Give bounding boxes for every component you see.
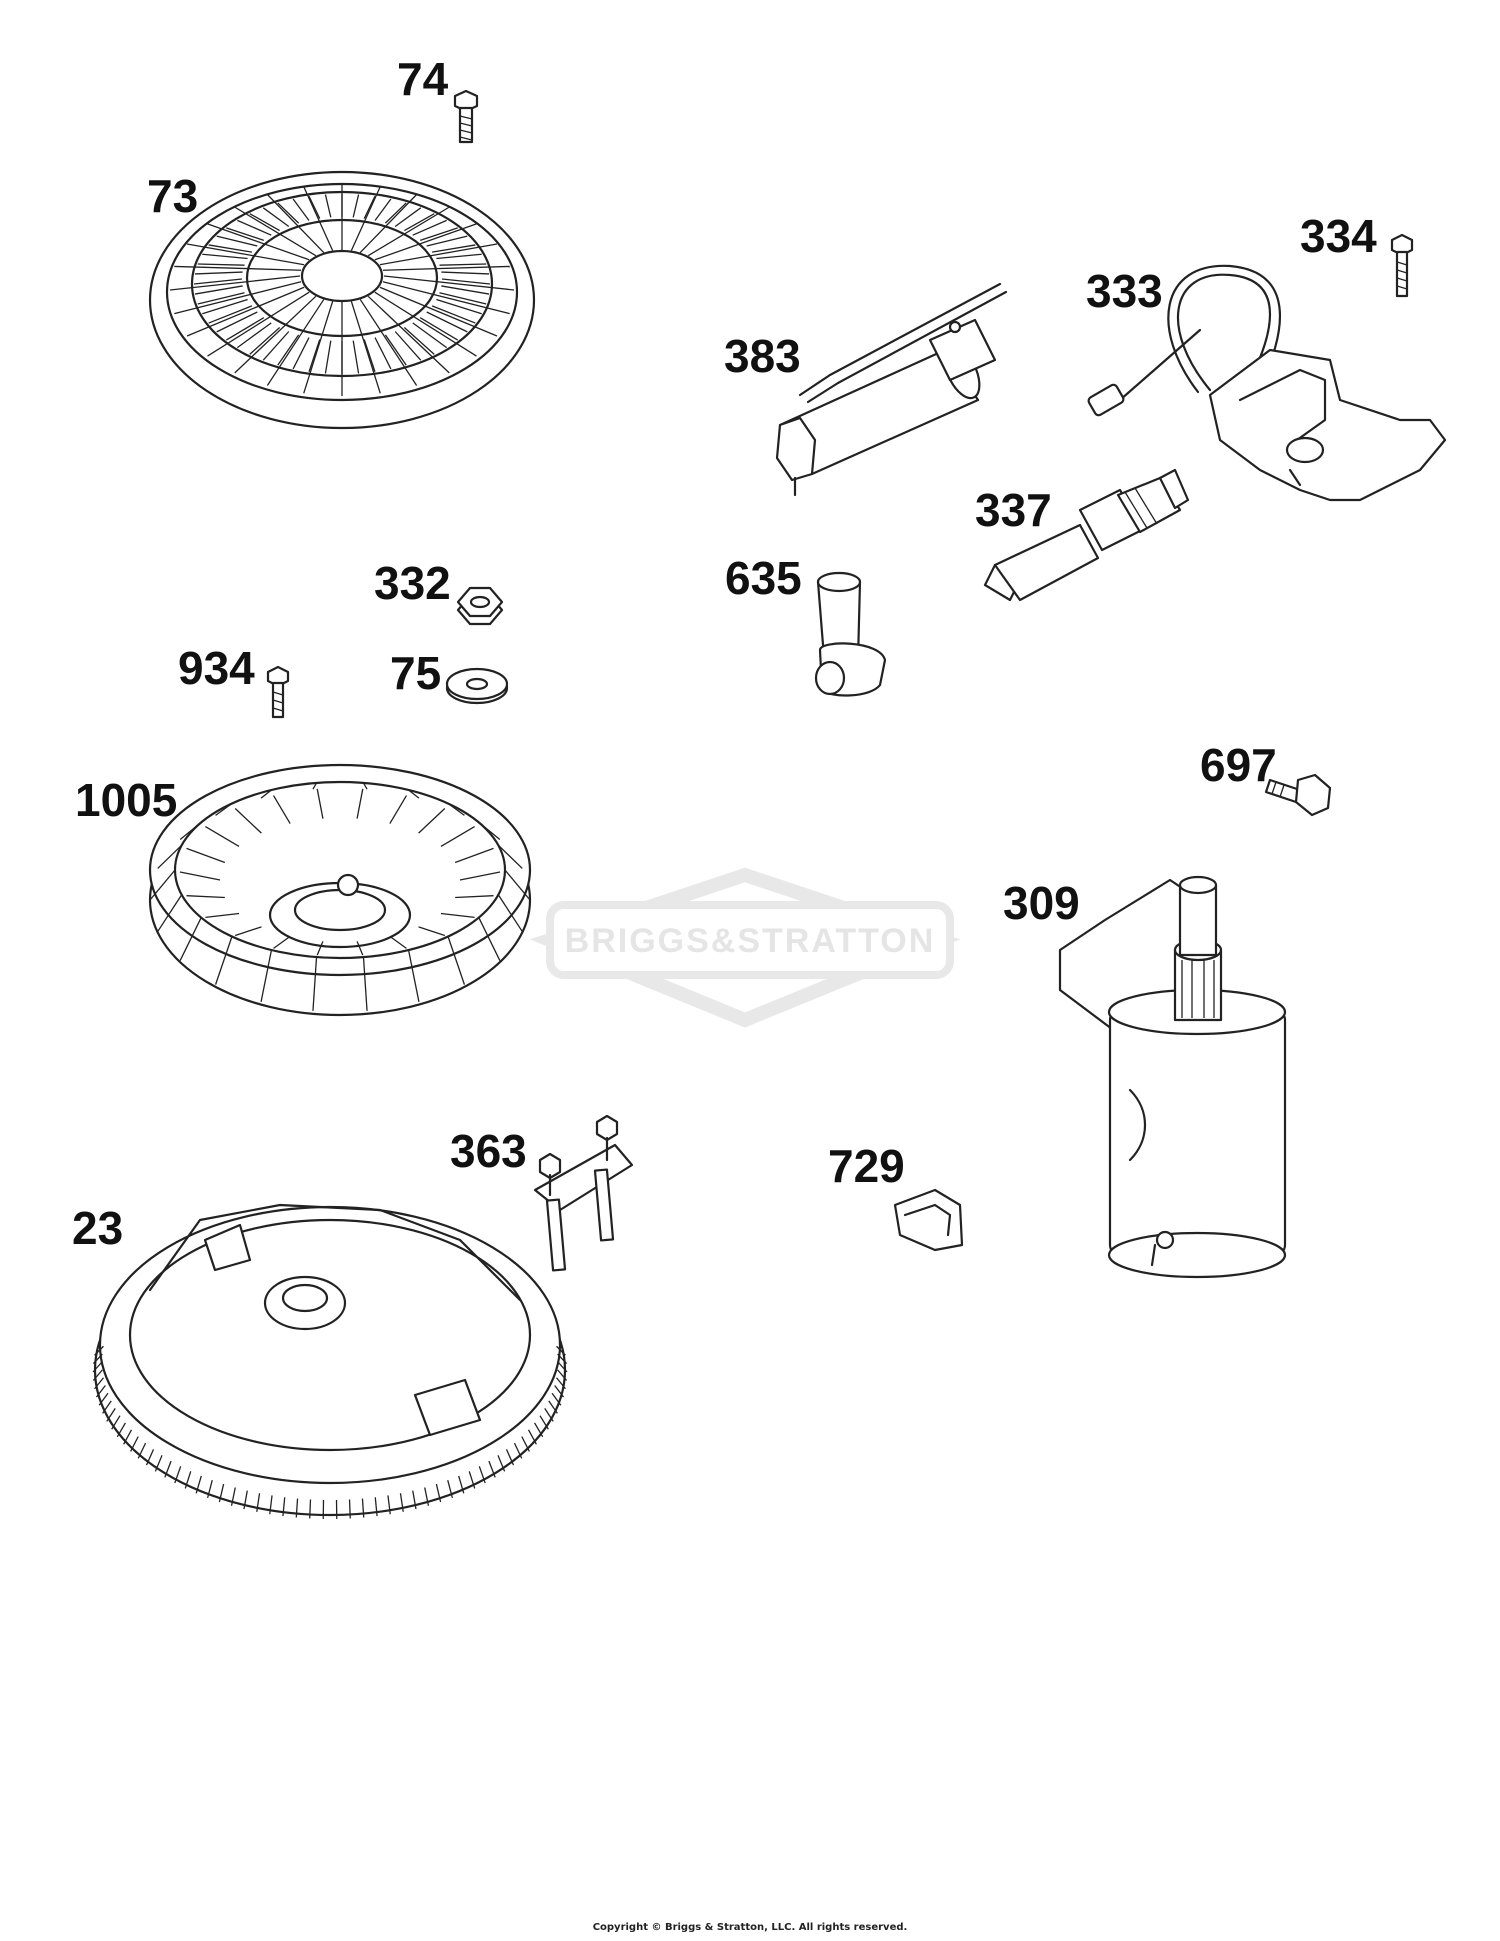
callout-635: 635 (725, 552, 802, 604)
callout-337: 337 (975, 484, 1052, 536)
copyright-notice: Copyright © Briggs & Stratton, LLC. All … (592, 1922, 908, 1933)
part-332-hex-nut-icon (456, 586, 504, 626)
callout-332: 332 (374, 557, 451, 609)
part-23-flywheel-icon (92, 1203, 568, 1519)
callout-73: 73 (147, 170, 199, 222)
callout-333: 333 (1086, 265, 1163, 317)
callout-23: 23 (72, 1202, 124, 1254)
part-337-spark-plug-icon (983, 468, 1190, 602)
part-383-ground-wire-icon (775, 282, 1008, 497)
callout-74: 74 (397, 53, 449, 105)
part-309-starter-motor-icon (1058, 875, 1287, 1279)
callout-697: 697 (1200, 739, 1277, 791)
callout-309: 309 (1003, 877, 1080, 929)
part-75-washer-icon (445, 667, 509, 705)
part-334-bolt-icon (1390, 233, 1414, 298)
part-1005-flywheel-fan-icon (148, 763, 532, 1017)
callout-1005: 1005 (75, 774, 178, 826)
callout-334: 334 (1300, 210, 1377, 262)
callout-75: 75 (390, 647, 442, 699)
callout-363: 363 (450, 1125, 527, 1177)
part-74-bolt-icon (453, 89, 479, 144)
part-73-fan-screen-icon (148, 170, 536, 430)
callout-729: 729 (828, 1140, 905, 1192)
part-635-spark-plug-boot-icon (814, 571, 887, 697)
callout-383: 383 (724, 330, 801, 382)
part-934-screw-icon (266, 665, 290, 719)
briggs-stratton-watermark-icon: BRIGGS&STRATTON (529, 867, 961, 1028)
part-333-ignition-coil-icon (1087, 264, 1447, 502)
part-697-bolt-icon (1264, 773, 1332, 817)
callout-934: 934 (178, 642, 255, 694)
watermark-text: BRIGGS&STRATTON (565, 922, 936, 960)
part-363-armature-bracket-icon (533, 1114, 634, 1272)
part-729-clip-icon (893, 1188, 964, 1252)
